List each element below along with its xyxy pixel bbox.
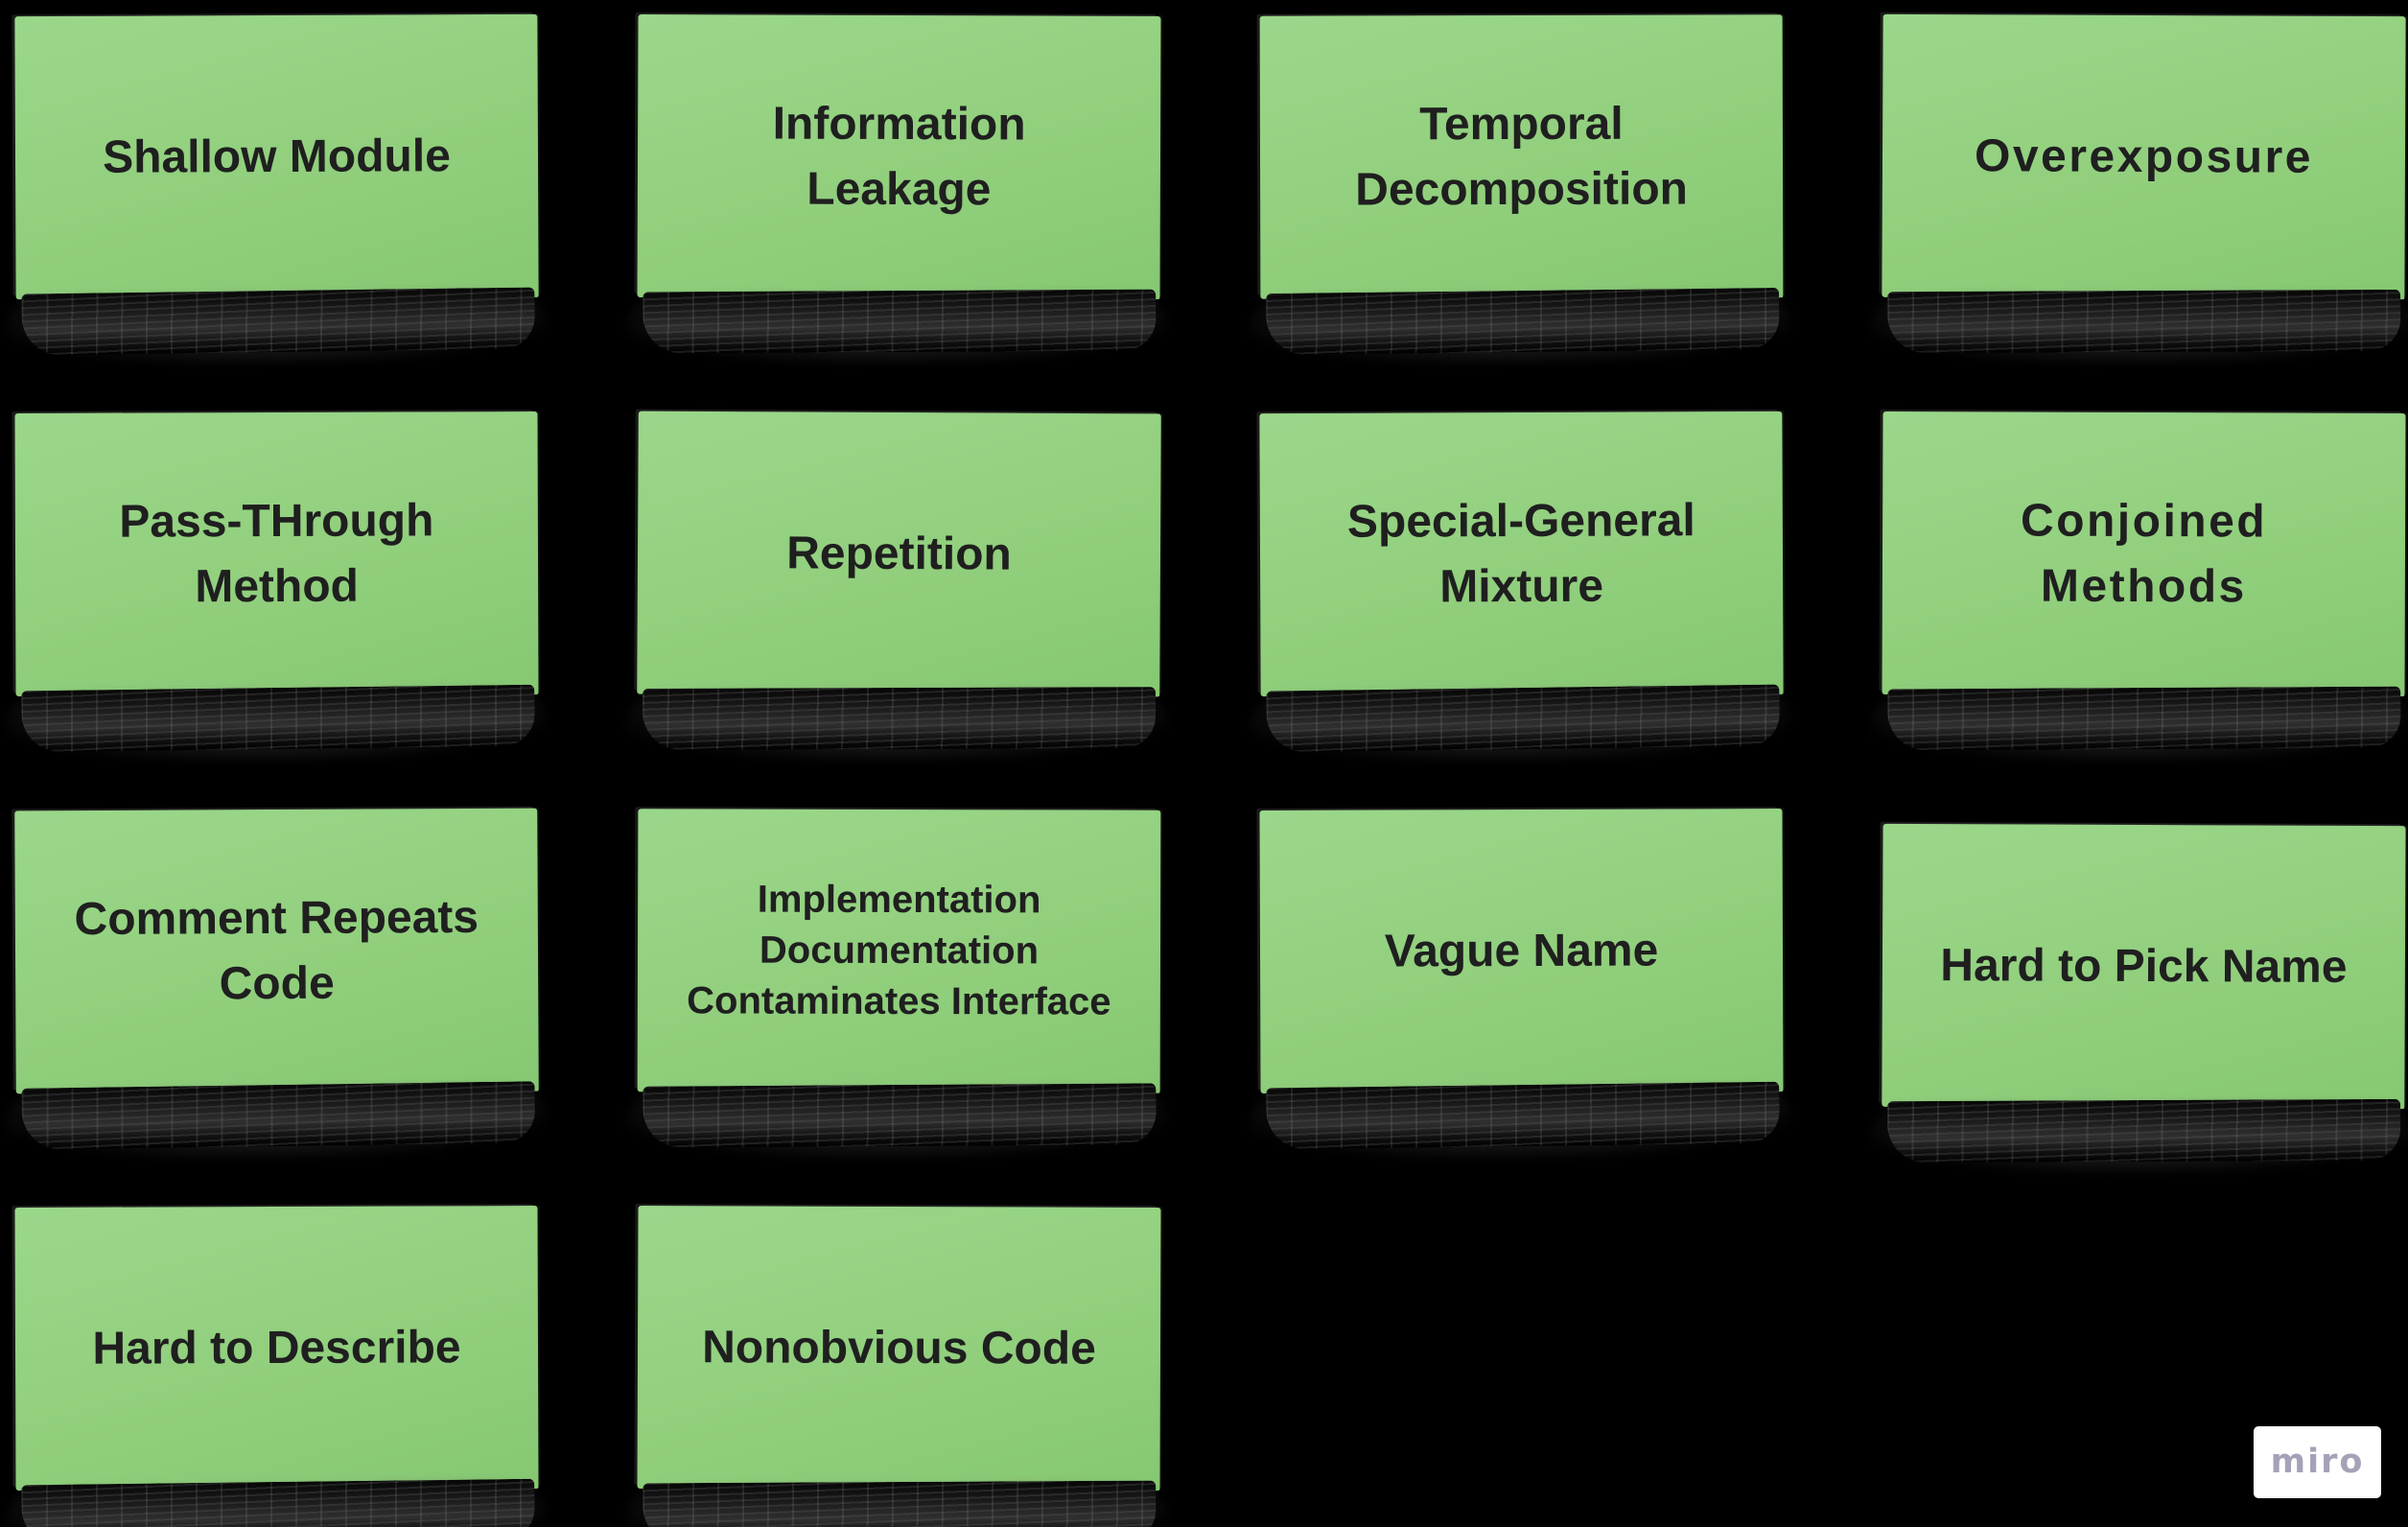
sticky-note-vague-name[interactable]: Vague Name	[1259, 809, 1784, 1093]
sticky-note-temporal-decomposition[interactable]: Temporal Decomposition	[1259, 14, 1784, 299]
miro-logo-text: miro	[2270, 1443, 2365, 1481]
sticky-note-label: Vague Name	[1384, 925, 1659, 977]
sticky-note-label: Comment Repeats Code	[74, 892, 479, 1009]
sticky-note-label: Conjoined Methods	[2020, 495, 2268, 612]
sticky-note-label: Information Leakage	[772, 98, 1026, 215]
sticky-note-information-leakage[interactable]: Information Leakage	[637, 14, 1161, 299]
sticky-note-label: Pass-THrough Method	[119, 495, 434, 612]
sticky-note-label: Overexposure	[1974, 130, 2314, 183]
sticky-note-label: Hard to Describe	[92, 1322, 461, 1374]
sticky-note-hard-to-describe[interactable]: Hard to Describe	[14, 1206, 539, 1491]
sticky-note-label: Hard to Pick Name	[1940, 939, 2348, 993]
miro-watermark-badge[interactable]: miro	[2254, 1426, 2381, 1498]
sticky-note-hard-to-pick-name[interactable]: Hard to Pick Name	[1882, 823, 2406, 1110]
sticky-note-conjoined-methods[interactable]: Conjoined Methods	[1882, 411, 2406, 696]
sticky-note-pass-through-method[interactable]: Pass-THrough Method	[14, 411, 539, 696]
sticky-note-comment-repeats-code[interactable]: Comment Repeats Code	[14, 808, 539, 1094]
sticky-note-repetition[interactable]: Repetition	[637, 411, 1161, 697]
sticky-note-label: Implementation Documentation Contaminate…	[687, 878, 1111, 1023]
sticky-note-label: Temporal Decomposition	[1355, 99, 1689, 215]
sticky-note-nonobvious-code[interactable]: Nonobvious Code	[637, 1206, 1161, 1491]
sticky-note-label: Nonobvious Code	[702, 1322, 1096, 1374]
sticky-note-special-general-mixture[interactable]: Special-General Mixture	[1259, 411, 1784, 697]
sticky-note-overexposure[interactable]: Overexposure	[1882, 13, 2406, 300]
sticky-note-label: Repetition	[786, 528, 1012, 580]
sticky-note-label: Special-General Mixture	[1346, 495, 1695, 612]
sticky-note-label: Shallow Module	[103, 130, 451, 183]
sticky-note-implementation-documentation[interactable]: Implementation Documentation Contaminate…	[637, 809, 1161, 1093]
sticky-note-shallow-module[interactable]: Shallow Module	[14, 13, 539, 300]
